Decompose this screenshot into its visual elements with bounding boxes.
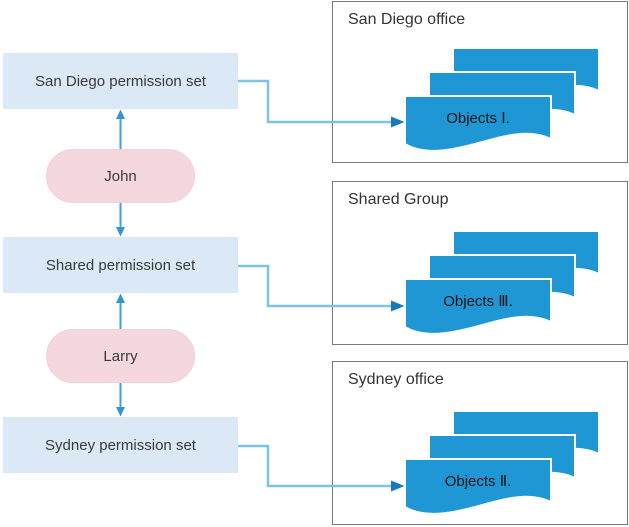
permission-set-label: Sydney permission set [45,436,196,454]
permission-set-box-san-diego: San Diego permission set [3,53,238,109]
arrow-john-to-san-diego-set [116,109,125,149]
user-label: John [104,167,137,185]
group-title-shared-group: Shared Group [348,191,449,208]
group-title-sydney-office: Sydney office [348,371,444,388]
permission-set-label: Shared permission set [45,256,196,274]
arrow-larry-to-sydney-set [116,383,125,417]
permission-set-box-sydney: Sydney permission set [3,417,238,473]
group-box-san-diego-office: San Diego office Objects Ⅰ. [332,1,628,163]
arrow-larry-to-shared-set [116,293,125,329]
document-label-objects-2: Objects Ⅱ. [444,473,512,490]
group-title-san-diego-office: San Diego office [348,11,466,28]
group-box-shared-group: Shared Group Objects Ⅲ. [332,181,628,345]
document-label-objects-3: Objects Ⅲ. [443,293,513,310]
document-stack-icon [404,47,600,152]
document-stack-icon [404,410,600,515]
document-label-objects-1: Objects Ⅰ. [446,110,510,127]
permission-set-box-shared: Shared permission set [3,237,238,293]
group-box-sydney-office: Sydney office Objects Ⅱ. [332,361,628,525]
arrow-john-to-shared-set [116,203,125,237]
user-pill-larry: Larry [46,329,195,383]
user-pill-john: John [46,149,195,203]
document-stack-icon [404,230,600,335]
permission-set-label: San Diego permission set [35,72,206,90]
user-label: Larry [103,347,138,365]
